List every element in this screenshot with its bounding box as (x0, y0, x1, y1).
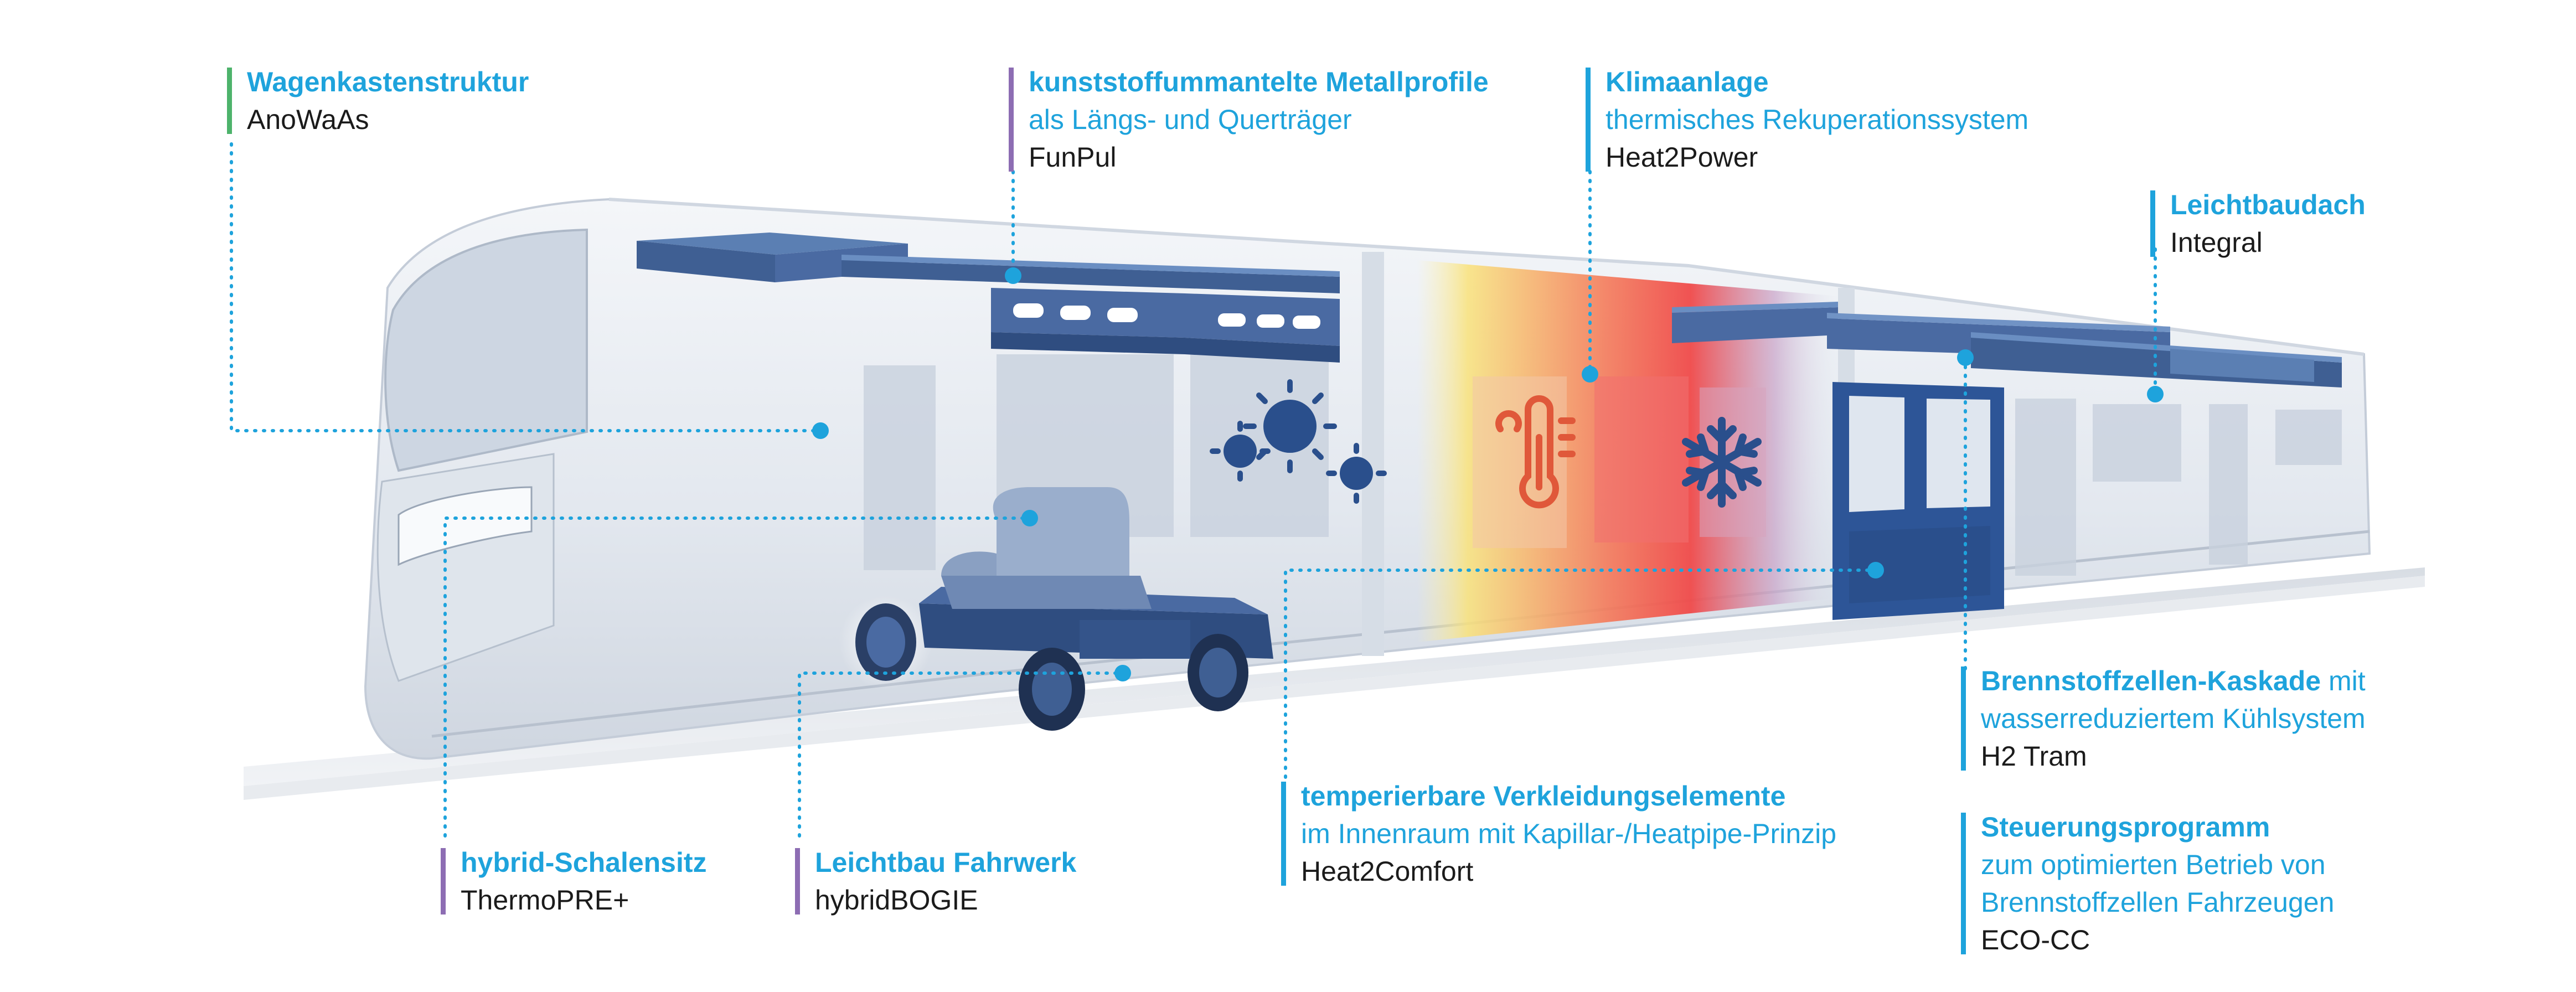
cool-panel (1700, 388, 1766, 537)
callout-wagenkasten: Wagenkastenstruktur AnoWaAs (227, 63, 529, 138)
leader-dot (2147, 386, 2164, 402)
callout-bar (2150, 190, 2155, 257)
virus-icon (1210, 379, 1387, 504)
cab-headlight (398, 486, 533, 566)
callout-title: Leichtbaudach (2170, 189, 2366, 220)
callout-code: Integral (2170, 227, 2263, 258)
callout-bar (227, 68, 232, 134)
rail-floor-shadow (244, 576, 2425, 800)
callout-bar (1009, 68, 1014, 172)
callout-bar (795, 848, 800, 914)
window (2209, 404, 2248, 565)
callout-code: FunPul (1029, 142, 1117, 173)
snowflake-icon (1682, 417, 1762, 508)
roof-module-front (637, 232, 1340, 363)
leader-dot (1021, 510, 1038, 526)
cab-windshield (384, 228, 588, 472)
callout-code: AnoWaAs (247, 104, 369, 135)
callout-title: kunststoffummantelte Metallprofile (1029, 66, 1489, 97)
callout-desc: zum optimierten Betrieb von (1981, 849, 2326, 880)
callout-bar (1281, 782, 1286, 886)
callout-desc: als Längs- und Querträger (1029, 104, 1352, 135)
callout-code: hybridBOGIE (815, 885, 978, 916)
callout-desc: im Innenraum mit Kapillar-/Heatpipe-Prin… (1301, 818, 1837, 849)
leader-dot (1005, 267, 1021, 284)
leader-lines (230, 142, 2157, 838)
callout-bar (1586, 68, 1591, 172)
body-pillar (1362, 252, 1384, 656)
callout-desc: thermisches Rekuperationssystem (1606, 104, 2029, 135)
callout-title: Klimaanlage (1606, 66, 1769, 97)
callout-schalensitz: hybrid-Schalensitz ThermoPRE+ (441, 844, 707, 919)
leader-dots (812, 267, 2164, 681)
callout-title: Wagenkastenstruktur (247, 66, 529, 97)
leader-dot (1957, 349, 1974, 366)
callout-bar (1961, 813, 1966, 954)
roof-line (608, 198, 2365, 356)
window (864, 365, 936, 570)
leader-dot (1867, 562, 1884, 578)
callout-code: Heat2Power (1606, 142, 1758, 173)
window (2093, 404, 2181, 482)
rail-floor (244, 567, 2425, 786)
door (1832, 382, 2004, 620)
callout-code: H2 Tram (1981, 741, 2087, 772)
thermometer-icon (1495, 395, 1576, 509)
callout-title: hybrid-Schalensitz (461, 847, 707, 878)
callout-title: temperierbare Verkleidungselemente (1301, 781, 1786, 812)
window (2015, 399, 2076, 576)
callout-title: Leichtbau Fahrwerk (815, 847, 1077, 878)
shell-seat (941, 487, 1152, 609)
callout-fahrwerk: Leichtbau Fahrwerk hybridBOGIE (795, 844, 1076, 919)
leader-dot (812, 422, 829, 439)
callout-code: ThermoPRE+ (461, 885, 629, 916)
roof-module-rear (1672, 302, 2342, 388)
callout-code: ECO-CC (1981, 924, 2090, 955)
callout-bar (441, 848, 446, 914)
callout-title-rest: mit (2321, 665, 2366, 696)
callout-brennstoffzellen: Brennstoffzellen-Kaskade mit wasserreduz… (1961, 662, 2366, 775)
callout-steuerung: Steuerungsprogramm zum optimierten Betri… (1961, 808, 2334, 959)
callout-title: Steuerungsprogramm (1981, 812, 2270, 843)
callout-title: Brennstoffzellen-Kaskade mit (1981, 662, 2366, 700)
leader-schalensitz (443, 516, 1031, 838)
cool-panel (1594, 376, 1689, 542)
window (2275, 410, 2342, 465)
callout-title-main: Brennstoffzellen-Kaskade (1981, 665, 2321, 696)
callout-desc: wasserreduziertem Kühlsystem (1981, 703, 2366, 734)
callout-leichtbaudach: Leichtbaudach Integral (2150, 186, 2366, 261)
callout-verkleidung: temperierbare Verkleidungselemente im In… (1281, 777, 1836, 890)
callout-desc: Brennstoffzellen Fahrzeugen (1981, 887, 2335, 918)
leader-dot (1114, 665, 1131, 681)
leader-dot (1582, 366, 1598, 383)
callout-metallprofile: kunststoffummantelte Metallprofile als L… (1009, 63, 1489, 176)
callout-klimaanlage: Klimaanlage thermisches Rekuperationssys… (1586, 63, 2028, 176)
callout-code: Heat2Comfort (1301, 856, 1474, 887)
callout-bar (1961, 666, 1966, 771)
leader-fahrwerk (798, 671, 1124, 838)
